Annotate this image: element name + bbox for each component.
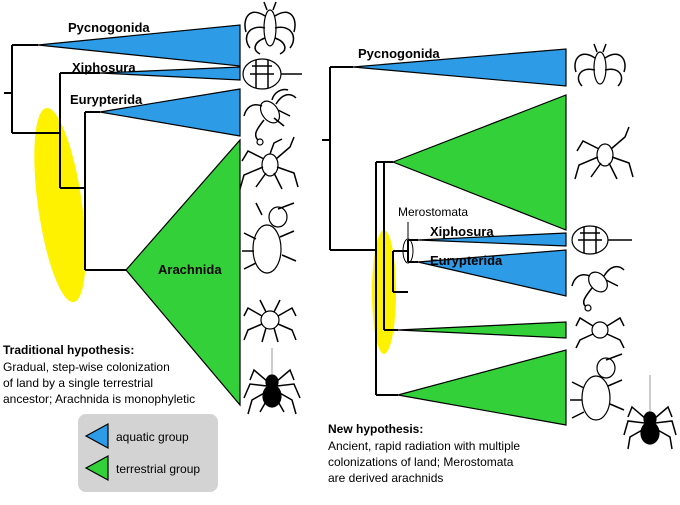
scorpion-icon: [243, 88, 297, 146]
left-tree: Pycnogonida Xiphosura Eurypterida Arachn…: [3, 20, 241, 407]
whip-scorpion-icon: [242, 202, 297, 274]
horseshoe-crab-icon: [242, 58, 302, 90]
legend-aquatic-label: aquatic group: [116, 430, 189, 444]
left-label-xiphosura: Xiphosura: [72, 60, 136, 75]
right-eurypterida-triangle: [417, 249, 567, 297]
harvestman-icon: [239, 136, 299, 190]
harvestman-icon: [574, 126, 634, 180]
legend: aquatic group terrestrial group: [78, 414, 218, 492]
right-hypothesis: New hypothesis: Ancient, rapid radiation…: [328, 422, 520, 485]
right-upper-terrestrial-triangle: [391, 94, 567, 231]
right-hypothesis-line-2: colonizations of land; Merostomata: [328, 455, 514, 469]
mite-icon: [575, 316, 625, 349]
left-hypothesis-line-2: of land by a single terrestrial: [3, 376, 153, 390]
horseshoe-crab-icon: [571, 225, 632, 255]
left-hypothesis-line-3: ancestor; Arachnida is monophyletic: [3, 392, 195, 406]
left-eurypterida-triangle: [99, 88, 241, 137]
right-xiphosura-triangle: [417, 232, 567, 247]
left-highlight-ellipse: [34, 107, 86, 303]
right-hypothesis-line-1: Ancient, rapid radiation with multiple: [328, 439, 520, 453]
right-label-eurypterida: Eurypterida: [430, 253, 503, 268]
spider-icon: [623, 375, 677, 450]
legend-terrestrial-swatch: [84, 454, 109, 482]
right-hypothesis-line-3: are derived arachnids: [328, 471, 443, 485]
left-label-arachnida: Arachnida: [158, 262, 222, 277]
right-pycnogonida-triangle: [352, 48, 567, 87]
right-label-merostomata: Merostomata: [398, 205, 468, 219]
right-animal-icons: [570, 43, 677, 450]
left-arachnida-triangle: [125, 138, 241, 407]
legend-terrestrial-label: terrestrial group: [116, 462, 200, 476]
left-label-pycnogonida: Pycnogonida: [68, 20, 150, 35]
legend-box: [78, 414, 218, 492]
sea-spider-icon: [244, 1, 296, 55]
right-label-pycnogonida: Pycnogonida: [358, 46, 440, 61]
right-tree: Pycnogonida Merostomata Xiphosura Eurypt…: [322, 46, 567, 485]
right-mid-terrestrial-triangle: [397, 321, 567, 339]
right-label-xiphosura: Xiphosura: [430, 224, 494, 239]
scorpion-icon: [571, 265, 625, 312]
left-label-eurypterida: Eurypterida: [70, 92, 143, 107]
left-pycnogonida-triangle: [37, 24, 241, 67]
left-branches: [4, 44, 126, 271]
spider-icon: [243, 348, 301, 415]
whip-scorpion-icon: [570, 353, 625, 421]
left-animal-icons: [239, 1, 302, 415]
right-branches: [322, 66, 418, 396]
right-hypothesis-title: New hypothesis:: [328, 422, 423, 436]
right-lower-terrestrial-triangle: [397, 349, 567, 426]
left-hypothesis-line-1: Gradual, step-wise colonization: [3, 360, 170, 374]
legend-aquatic-swatch: [84, 422, 109, 450]
left-xiphosura-triangle: [99, 66, 241, 81]
left-hypothesis: Traditional hypothesis: Gradual, step-wi…: [3, 343, 195, 406]
mite-icon: [243, 299, 297, 343]
left-hypothesis-title: Traditional hypothesis:: [3, 343, 134, 357]
sea-spider-icon: [574, 43, 626, 87]
